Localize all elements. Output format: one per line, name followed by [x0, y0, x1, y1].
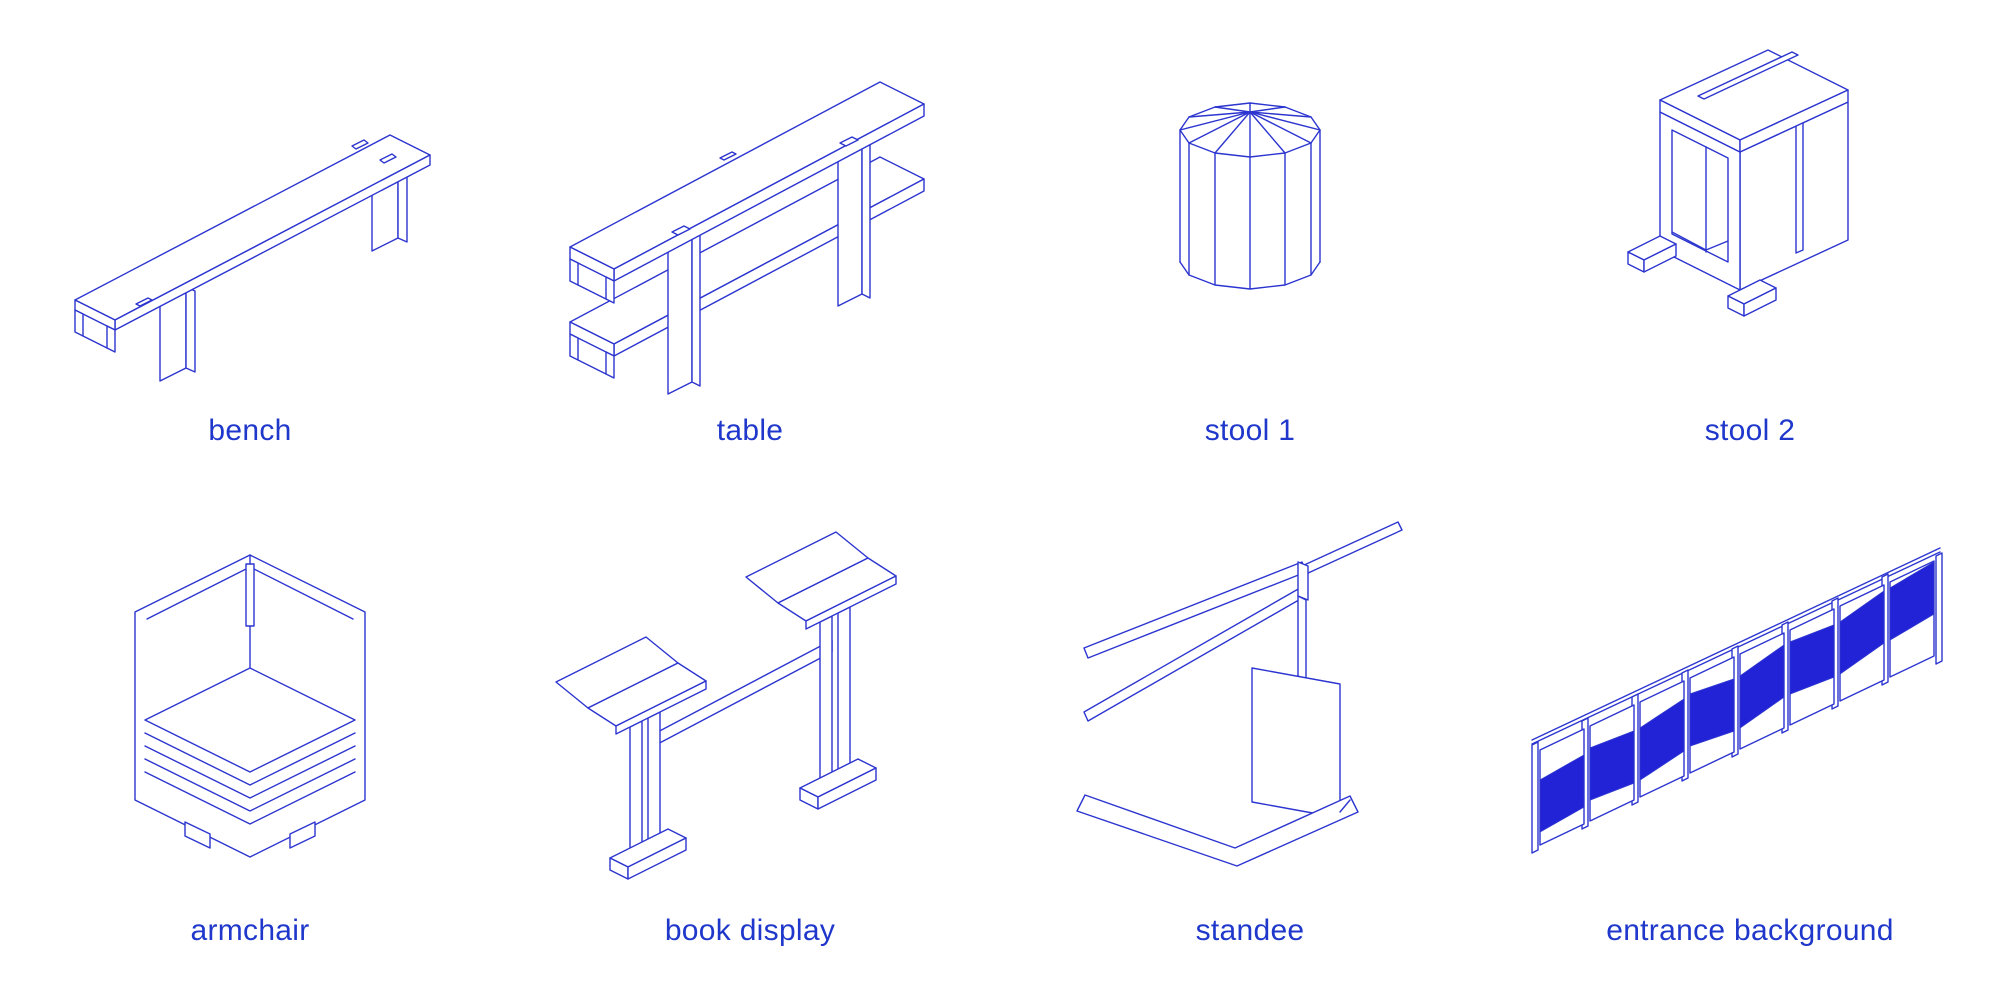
stool-2-drawing [1627, 49, 1849, 317]
figure-bench: bench [0, 0, 500, 500]
book-display-label: book display [664, 914, 836, 947]
figure-entrance-background: entrance background [1500, 500, 2000, 1000]
armchair-seat-layers [144, 667, 356, 825]
banner-band [1839, 590, 1885, 675]
banner-band [1889, 561, 1935, 641]
stool-2-label: stool 2 [1704, 414, 1796, 447]
stool-2-top-slab [1659, 49, 1849, 153]
book-display-right-column [799, 606, 877, 810]
armchair-feet [184, 821, 316, 849]
entrance-end-post [1935, 552, 1943, 665]
banner-band [1639, 698, 1685, 781]
stool-1-radial-fins [1179, 102, 1321, 290]
banner-band [1789, 624, 1835, 695]
standee-base-frame [1076, 794, 1359, 867]
stool-2-feet [1627, 235, 1777, 317]
armchair-label: armchair [190, 914, 310, 947]
banner-band [1689, 678, 1735, 747]
table-top-plank [569, 81, 925, 304]
figure-stool-1: stool 1 [1000, 0, 1500, 500]
stool-1-label: stool 1 [1204, 414, 1296, 447]
bench-label: bench [208, 414, 292, 447]
stool-1-drawing [1179, 102, 1321, 290]
figure-stool-2: stool 2 [1500, 0, 2000, 500]
standee-top-arms [1083, 521, 1403, 722]
table-slot-marks [671, 136, 859, 236]
table-legs [667, 139, 871, 395]
table-drawing [569, 81, 925, 395]
book-display-lower-lectern [555, 636, 707, 735]
bench-drawing [74, 134, 431, 382]
book-display-left-column [609, 711, 687, 880]
banner-band [1589, 730, 1635, 801]
table-label: table [716, 414, 784, 447]
bench-plank [74, 134, 431, 331]
armchair-drawing [134, 554, 366, 858]
entrance-background-drawing [1531, 547, 1943, 854]
stool-2-open-frame [1659, 111, 1741, 291]
standee-label: standee [1195, 914, 1305, 947]
bench-slot-marks [135, 139, 397, 307]
figure-book-display: book display [500, 500, 1000, 1000]
banner-band [1739, 644, 1785, 729]
book-display-drawing [555, 531, 897, 880]
banner-band [1539, 754, 1585, 833]
figure-armchair: armchair [0, 500, 500, 1000]
bench-channel-end [74, 309, 116, 353]
book-display-upper-lectern [745, 531, 897, 630]
standee-panel [1251, 667, 1341, 819]
figure-table: table [500, 0, 1000, 500]
figure-standee: standee [1000, 500, 1500, 1000]
standee-drawing [1076, 521, 1403, 867]
stool-2-right-panel [1739, 101, 1849, 291]
entrance-panels [1531, 560, 1935, 854]
entrance-background-label: entrance background [1606, 914, 1894, 947]
